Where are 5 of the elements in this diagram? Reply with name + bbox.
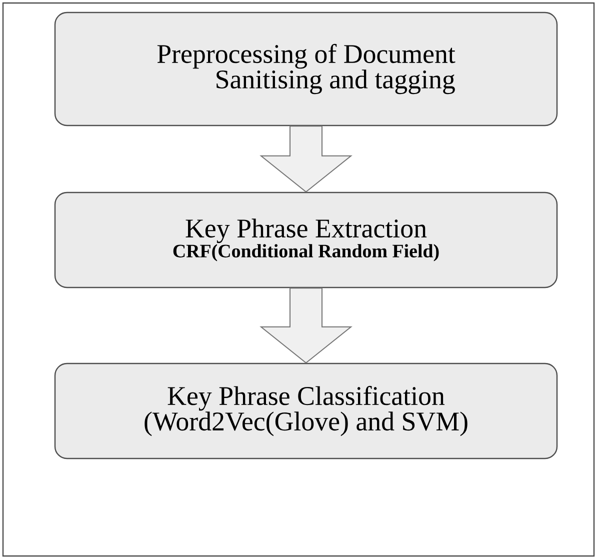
- block-arrow: [260, 288, 352, 364]
- process-box: Preprocessing of Document Sanitising and tagging: [54, 12, 558, 126]
- block-arrow: [260, 126, 352, 193]
- process-box: Key Phrase Extraction CRF(Conditional Random Field): [54, 192, 558, 288]
- process-box: Key Phrase Classification (Word2Vec(Glove) and SVM): [54, 362, 558, 460]
